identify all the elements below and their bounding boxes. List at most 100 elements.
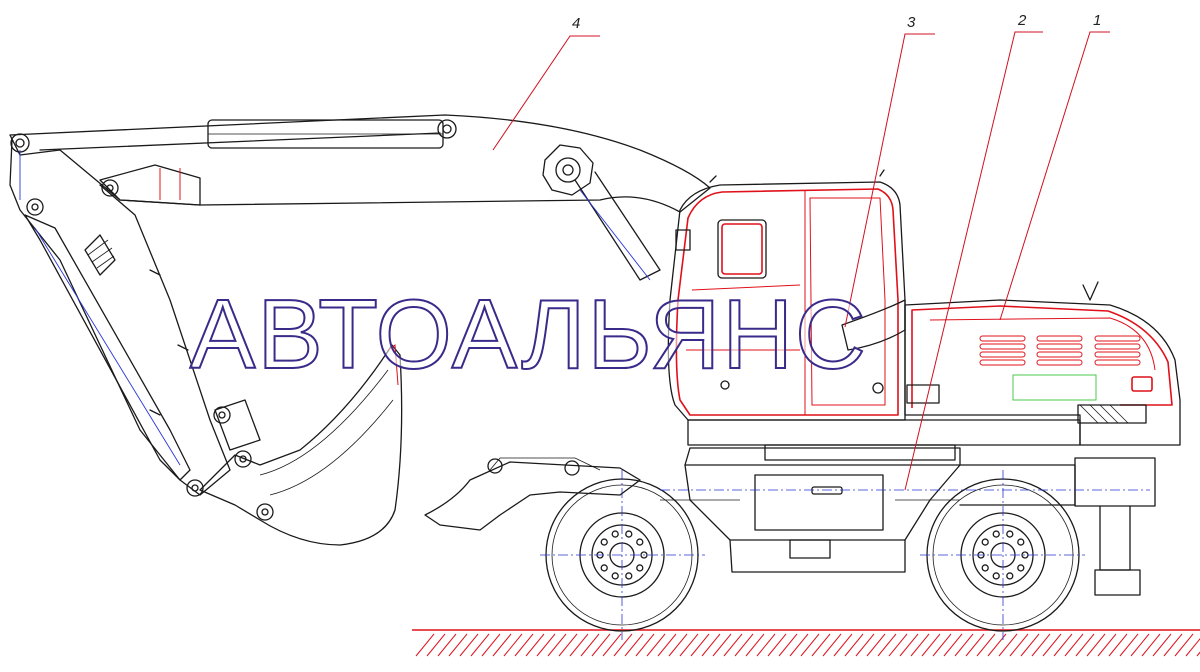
wheel-bolt — [1006, 530, 1014, 538]
boom — [9, 114, 711, 281]
callout-2: 2 — [904, 12, 1043, 491]
grille-slat — [1094, 351, 1141, 358]
hatch-line — [756, 633, 776, 657]
wheel-bolt — [625, 530, 633, 538]
grille-slat — [1036, 359, 1083, 366]
hatch-line — [712, 633, 732, 657]
wheel-bolt — [636, 538, 644, 546]
wheel-bolt — [611, 530, 619, 538]
hatch-line — [624, 633, 644, 657]
operator-cab — [667, 169, 906, 421]
hatch-line — [602, 633, 622, 657]
hatch-line — [1163, 633, 1183, 657]
hatch-line — [536, 633, 556, 657]
callout-1: 1 — [999, 12, 1110, 321]
hatch-line — [1053, 633, 1073, 657]
hatch-line — [921, 633, 941, 657]
rear-wheel-bolts — [596, 530, 648, 580]
hatch-line — [822, 633, 842, 657]
stabilizer-blade — [424, 457, 641, 531]
grille-slat — [1036, 343, 1083, 350]
hatch-line — [954, 633, 974, 657]
grille-slat — [1094, 335, 1141, 342]
wheel-bolt — [1006, 572, 1014, 580]
callout-1-label: 1 — [1093, 12, 1101, 29]
hatch-line — [448, 633, 468, 657]
hatch-line — [514, 633, 534, 657]
hatch-line — [668, 633, 688, 657]
callout-3: 3 — [844, 14, 935, 328]
hatch-line — [1097, 633, 1117, 657]
hatch-line — [1185, 638, 1200, 657]
watermark: АВТОАЛЬЯНС — [190, 279, 868, 389]
rear-wheel — [540, 470, 705, 640]
hatch-line — [976, 633, 996, 657]
hatch-line — [470, 633, 490, 657]
hatch-line — [1086, 633, 1106, 657]
hatch-line — [1174, 633, 1194, 657]
hatch-line — [833, 633, 853, 657]
hatch-line — [690, 633, 710, 657]
wheel-bolt — [611, 572, 619, 580]
wheel-bolt — [600, 538, 608, 546]
hatch-line — [503, 633, 523, 657]
hatch-line — [415, 633, 435, 657]
hatch-line — [657, 633, 677, 657]
hatch-line — [745, 633, 765, 657]
bucket — [199, 344, 403, 546]
wheel-bolt — [625, 572, 633, 580]
hatch-line — [789, 633, 809, 657]
grille-slat — [1036, 335, 1083, 342]
grille-slat — [979, 343, 1026, 350]
hatch-line — [1042, 633, 1062, 657]
hatch-line — [1141, 633, 1161, 657]
hatch-line — [558, 633, 578, 657]
hatch-line — [998, 633, 1018, 657]
hatch-line — [646, 633, 666, 657]
hatch-line — [1009, 633, 1029, 657]
hatch-line — [1119, 633, 1139, 657]
callout-2-label: 2 — [1017, 12, 1027, 29]
turntable — [687, 419, 1081, 461]
hatch-line — [877, 633, 897, 657]
hatch-line — [569, 633, 589, 657]
wheel-bolt — [640, 551, 648, 559]
wheel-bolt — [981, 538, 989, 546]
callout-4-label: 4 — [572, 15, 580, 32]
wheel-bolt — [636, 564, 644, 572]
grille-slat — [979, 359, 1026, 366]
hatch-line — [1064, 633, 1084, 657]
hatch-line — [866, 633, 886, 657]
hatch-line — [1130, 633, 1150, 657]
hatch-line — [965, 633, 985, 657]
hatch-line — [932, 633, 952, 657]
engine-hood — [904, 281, 1181, 446]
hatch-line — [701, 633, 721, 657]
hatch-line — [1152, 633, 1172, 657]
chassis-frame — [660, 447, 1156, 596]
hatch-line — [1108, 633, 1128, 657]
hatch-line — [723, 633, 743, 657]
grille-slat — [979, 335, 1026, 342]
hatch-line — [855, 633, 875, 657]
hatch-line — [1075, 633, 1095, 657]
hatch-line — [613, 633, 633, 657]
grille-slat — [1036, 351, 1083, 358]
front-wheel — [920, 470, 1085, 640]
wheel-bolt — [992, 530, 1000, 538]
hatch-line — [811, 633, 831, 657]
grille-slat — [979, 351, 1026, 358]
hatch-line — [525, 633, 545, 657]
wheel-bolt — [981, 564, 989, 572]
hatch-line — [767, 633, 787, 657]
hatch-line — [591, 633, 611, 657]
hatch-line — [800, 633, 820, 657]
wheel-bolt — [600, 564, 608, 572]
wheel-bolt — [1017, 564, 1025, 572]
ground-hatching — [415, 633, 1200, 657]
hatch-line — [888, 633, 908, 657]
hatch-line — [437, 633, 457, 657]
hatch-line — [778, 633, 798, 657]
hatch-line — [844, 633, 864, 657]
